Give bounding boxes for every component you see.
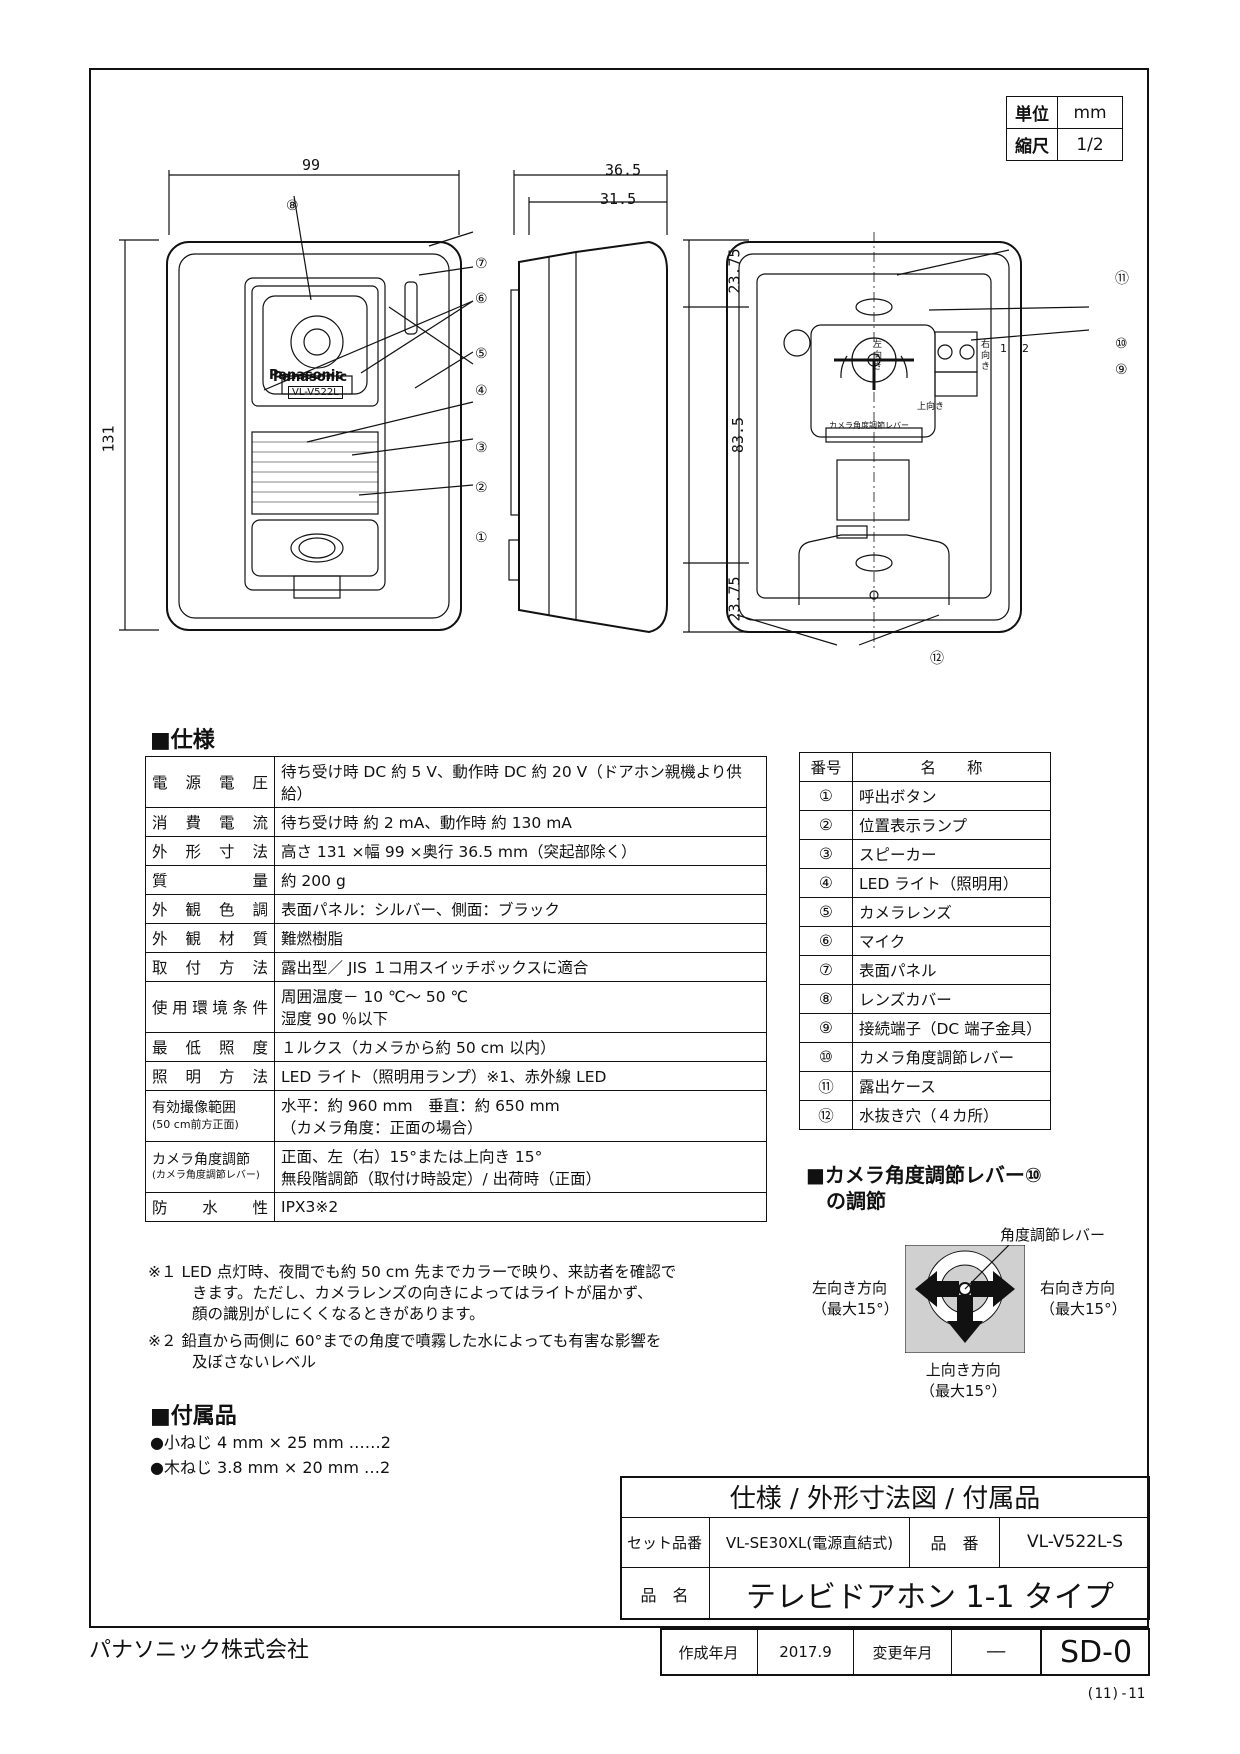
dim-front-width: 99 [302,156,321,174]
product-name-value: テレビドアホン 1-1 タイプ [745,1579,1115,1615]
callout-5: ⑤ [475,346,488,362]
changed-label: 変更年月 [854,1628,952,1676]
spec-row: 外観材質難燃樹脂 [145,923,767,953]
unit-value: mm [1057,96,1123,129]
note-2: ※２ 鉛直から両側に 60°までの角度で噴霧した水によっても有害な影響を 及ぼさ… [148,1332,662,1371]
set-number-label: セット品番 [620,1517,710,1567]
dim-side-depth-body: 31.5 [600,190,637,208]
spec-row: 有効撮像範囲(50 cm前方正面)水平：約 960 mm 垂直：約 650 mm… [145,1090,767,1142]
lever-right-label: 右向き [981,340,991,372]
brand-logo-text: Panasonic [269,368,344,383]
adjust-lever-label: 角度調節レバー [1000,1226,1106,1244]
adjust-diagram [905,1245,1025,1353]
note-1: ※１ LED 点灯時、夜間でも約 50 cm 先までカラーで映り、来訪者を確認で… [148,1263,677,1323]
lever-up-label: 上向き [917,402,945,412]
outline-drawings: Panasonic [119,170,1090,650]
page-reference: (11)-11 [1086,1686,1146,1702]
parts-header-no: 番号 [799,752,853,782]
spec-row: 電源電圧待ち受け時 DC 約 5 V、動作時 DC 約 20 V（ドアホン親機よ… [145,756,767,808]
adjust-up-label: 上向き方向（最大15°） [920,1361,1007,1400]
accessory-item: ●小ねじ 4 mm × 25 mm ……2 [150,1433,391,1452]
callout-6: ⑥ [475,291,488,307]
drawing-frame [89,68,1149,1628]
revision-block [660,1628,1150,1676]
title-block [620,1476,1150,1620]
spec-row: カメラ角度調節(カメラ角度調節レバー)正面、左（右）15°または上向き 15°無… [145,1141,767,1193]
product-name-label: 品 名 [620,1567,710,1620]
title-block-divider [620,1517,1150,1518]
adjust-right-label: 右向き方向（最大15°） [1040,1279,1127,1318]
accessories-list: ●小ねじ 4 mm × 25 mm ……2 ●木ねじ 3.8 mm × 20 m… [150,1430,391,1480]
callout-7: ⑦ [475,256,488,272]
changed-value: ── [952,1628,1042,1676]
callout-11: ⑪ [1115,271,1129,287]
set-number-value: VL-SE30XL(電源直結式) [710,1517,910,1567]
model-plate: VL-V522L [288,386,343,399]
company-name: パナソニック株式会社 [89,1638,310,1663]
spec-row: 取付方法露出型／ JIS １コ用スイッチボックスに適合 [145,952,767,982]
callout-12: ⑫ [930,651,944,667]
spec-row: 消費電流待ち受け時 約 2 mA、動作時 約 130 mA [145,807,767,837]
part-number-value: VL-V522L-S [1026,1532,1124,1552]
adjust-left-label: 左向き方向（最大15°） [812,1279,899,1318]
terminal-2-label: 2 [1022,342,1029,355]
callout-2: ② [475,480,488,496]
document-number: SD-0 [1059,1634,1133,1670]
spec-row: 質量約 200 g [145,865,767,895]
callout-1: ① [475,530,488,546]
created-label: 作成年月 [660,1628,758,1676]
title-block-divider [620,1567,1150,1568]
spec-row: 外観色調表面パネル：シルバー、側面：ブラック [145,894,767,924]
callout-4: ④ [475,383,488,399]
callout-3: ③ [475,440,488,456]
scale-value: 1/2 [1057,128,1123,161]
spec-row: 外形寸法高さ 131 ×幅 99 ×奥行 36.5 mm（突起部除く） [145,836,767,866]
brand-logo: Panasonic [273,370,347,385]
part-number-label: 品 番 [910,1517,1000,1567]
accessories-title: ■付属品 [150,1404,237,1429]
accessory-item: ●木ねじ 3.8 mm × 20 mm …2 [150,1458,391,1477]
spec-table: 電源電圧待ち受け時 DC 約 5 V、動作時 DC 約 20 V（ドアホン親機よ… [145,756,767,1222]
parts-header-name: 名 称 [852,752,1051,782]
unit-label: 単位 [1006,96,1058,129]
callout-9: ⑨ [1115,362,1128,378]
title-block-title: 仕様 / 外形寸法図 / 付属品 [729,1484,1041,1514]
callout-10: ⑩ [1115,336,1128,352]
adjust-title: ■カメラ角度調節レバー⑩ の調節 [806,1163,1042,1213]
callout-8: ⑧ [286,198,299,214]
spec-title: ■仕様 [150,728,215,753]
lever-left-label: 左向き [873,340,883,372]
lever-plate-label: カメラ角度調節レバー [829,421,909,430]
terminal-1-label: 1 [1000,342,1007,355]
created-value: 2017.9 [758,1628,854,1676]
